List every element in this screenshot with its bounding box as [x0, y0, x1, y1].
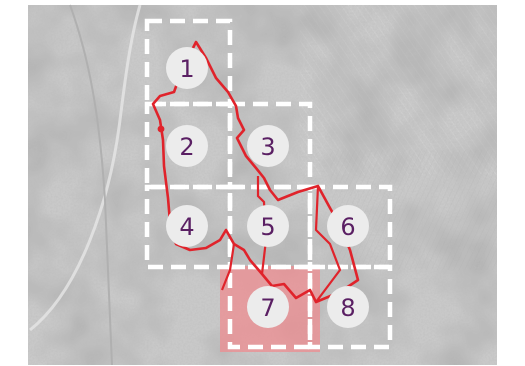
- marker-3[interactable]: 3: [247, 125, 289, 167]
- marker-3-disc: [247, 125, 289, 167]
- marker-7-disc: [247, 286, 289, 328]
- marker-4[interactable]: 4: [166, 205, 208, 247]
- marker-6-disc: [327, 205, 369, 247]
- marker-3-label: 3: [260, 133, 275, 161]
- grid-cell-3: [227, 101, 313, 190]
- marker-2-disc: [166, 125, 208, 167]
- boundary-marker-dot: [157, 125, 165, 133]
- marker-1-disc: [166, 47, 208, 89]
- site-boundary-inner-3: [220, 243, 236, 291]
- marker-5[interactable]: 5: [247, 205, 289, 247]
- marker-5-disc: [247, 205, 289, 247]
- marker-6[interactable]: 6: [327, 205, 369, 247]
- grid-cells: [144, 18, 393, 350]
- marker-2-label: 2: [179, 133, 194, 161]
- marker-4-disc: [166, 205, 208, 247]
- site-boundary-inner-1: [256, 176, 268, 275]
- grid-cell-1: [144, 18, 233, 107]
- cell-markers: 1 2 3 4 5 6 7 8: [166, 47, 369, 328]
- marker-7[interactable]: 7: [247, 286, 289, 328]
- marker-8-disc: [327, 286, 369, 328]
- marker-5-label: 5: [260, 213, 275, 241]
- grid-cell-6: [307, 184, 393, 270]
- marker-2[interactable]: 2: [166, 125, 208, 167]
- imagery-railway: [69, 4, 113, 366]
- site-boundary-inner-2: [314, 185, 342, 303]
- marker-1-label: 1: [179, 55, 194, 83]
- marker-8-label: 8: [340, 294, 355, 322]
- marker-8[interactable]: 8: [327, 286, 369, 328]
- marker-4-label: 4: [179, 213, 194, 241]
- marker-6-label: 6: [340, 213, 355, 241]
- imagery-road: [29, 4, 142, 332]
- grid-cell-8: [307, 264, 393, 350]
- marker-7-label: 7: [260, 294, 275, 322]
- site-boundary: [151, 40, 360, 304]
- marker-1[interactable]: 1: [166, 47, 208, 89]
